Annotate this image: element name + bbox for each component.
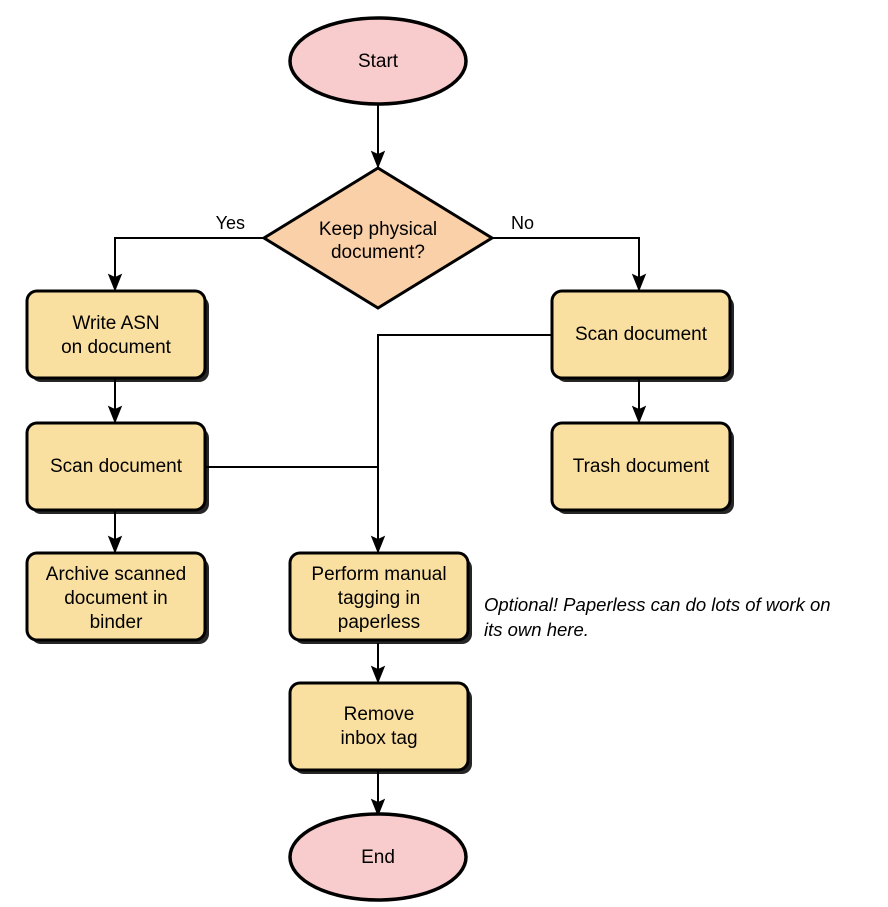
node-end-label: End <box>361 847 395 868</box>
node-remove-inbox-label-line1: Remove <box>344 704 415 725</box>
start-ellipse <box>288 16 468 106</box>
node-decision-keep-physical-document[interactable]: Keep physical document? <box>261 166 495 310</box>
node-start[interactable]: Start <box>288 16 468 106</box>
node-perform-manual-tagging[interactable]: Perform manual tagging in paperless <box>288 551 472 644</box>
scan-left-box <box>25 421 207 512</box>
node-scan-left-label: Scan document <box>50 456 183 477</box>
scan-right-box <box>550 289 732 380</box>
write-asn-box <box>25 289 207 380</box>
node-manual-tagging-label-line2: tagging in <box>338 588 420 609</box>
node-archive-scanned-document[interactable]: Archive scanned document in binder <box>25 551 209 644</box>
node-write-asn-label-line2: on document <box>61 337 172 358</box>
manual-tagging-box <box>288 551 470 642</box>
node-write-asn-on-document[interactable]: Write ASN on document <box>25 289 209 382</box>
remove-inbox-box <box>288 681 470 772</box>
node-archive-label-line2: document in <box>64 588 168 609</box>
node-trash-document[interactable]: Trash document <box>550 421 734 514</box>
edge-label-yes: Yes <box>216 213 245 233</box>
trash-box <box>550 421 732 512</box>
annotation-optional-note: Optional! Paperless can do lots of work … <box>484 594 831 640</box>
decision-diamond <box>261 166 495 310</box>
node-scan-right-label: Scan document <box>575 324 708 345</box>
node-decision-label-line2: document? <box>331 242 425 263</box>
node-write-asn-label-line1: Write ASN <box>72 313 159 334</box>
node-start-label: Start <box>358 51 399 72</box>
edge-label-no: No <box>511 213 534 233</box>
node-scan-document-left[interactable]: Scan document <box>25 421 209 514</box>
edge-scan-right-to-manual-tagging <box>370 334 552 554</box>
node-trash-label: Trash document <box>573 456 710 477</box>
node-archive-label-line1: Archive scanned <box>46 564 186 585</box>
edge-decision-to-write-asn <box>107 237 264 292</box>
end-ellipse <box>288 812 468 902</box>
node-remove-inbox-tag[interactable]: Remove inbox tag <box>288 681 472 774</box>
annotation-line2: its own here. <box>484 619 589 640</box>
edge-decision-to-scan-right <box>492 237 647 292</box>
annotation-line1: Optional! Paperless can do lots of work … <box>484 594 831 615</box>
node-decision-label-line1: Keep physical <box>319 219 437 240</box>
node-end[interactable]: End <box>288 812 468 902</box>
node-manual-tagging-label-line1: Perform manual <box>311 564 446 585</box>
node-manual-tagging-label-line3: paperless <box>338 612 420 633</box>
node-archive-label-line3: binder <box>90 612 143 633</box>
archive-box <box>25 551 207 642</box>
node-remove-inbox-label-line2: inbox tag <box>340 728 417 749</box>
node-scan-document-right[interactable]: Scan document <box>550 289 734 382</box>
